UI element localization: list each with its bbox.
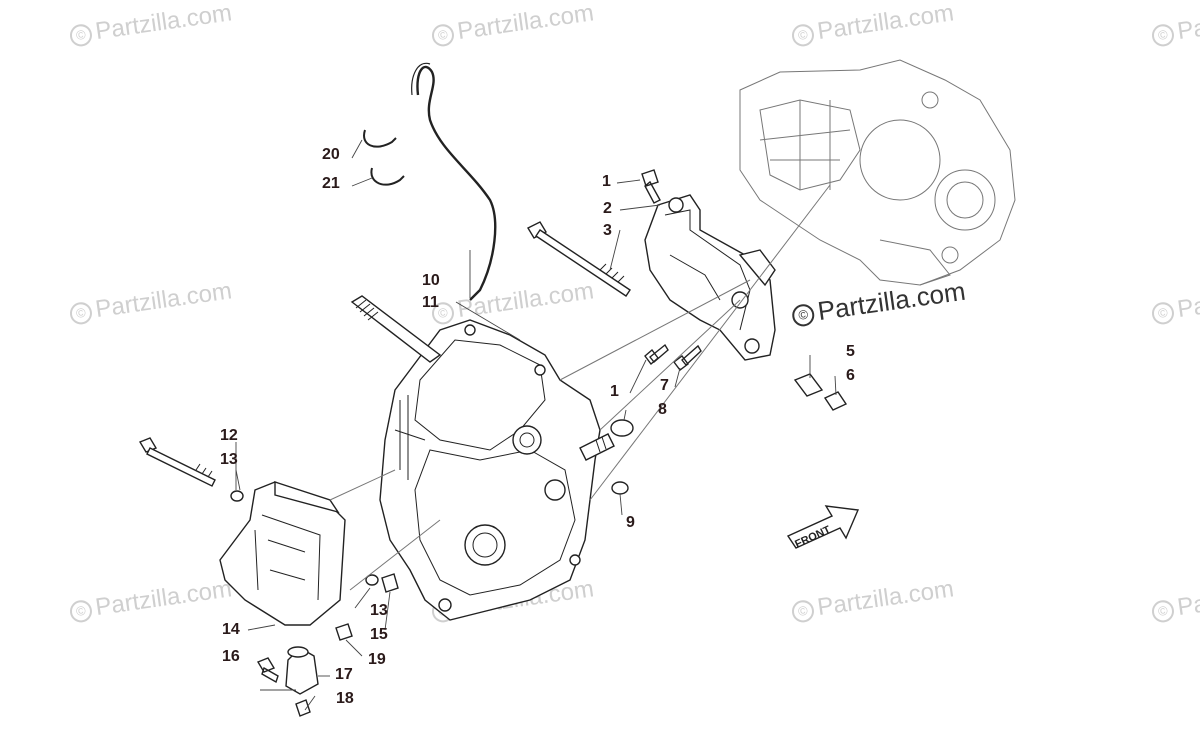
output-shaft [579,433,615,461]
callout-13-lower: 13 [370,602,388,619]
nut-6 [823,391,848,411]
leader-lines [235,139,837,711]
callout-7: 7 [660,377,669,394]
bolt-16 [256,657,279,684]
long-bolt [527,221,631,297]
washer-13-top [230,490,244,502]
callout-16: 16 [222,648,240,665]
callout-19: 19 [368,651,386,668]
callout-1-top: 1 [602,173,611,190]
spacer-5 [793,373,824,397]
clamp-21 [370,167,405,186]
front-arrow: FRONT [786,505,860,551]
mounting-bracket [644,194,776,361]
callout-2: 2 [603,200,612,217]
clamp-20 [363,129,397,148]
callout-20: 20 [322,146,340,163]
callout-11: 11 [422,294,439,311]
dipstick-tube [416,65,497,301]
callout-21: 21 [322,175,340,192]
callout-18: 18 [336,690,354,707]
nut-18 [295,699,311,717]
callout-3: 3 [603,222,612,239]
callout-8: 8 [658,401,667,418]
washer-9 [611,481,629,495]
spacer-15 [381,573,399,593]
nut-19 [335,623,353,641]
callout-15: 15 [370,626,388,643]
mount-bracket-14 [219,481,346,626]
callout-10: 10 [422,272,440,289]
callout-1-lower: 1 [610,383,619,400]
callout-12: 12 [220,427,238,444]
gearcase-housing [379,319,601,621]
bolt-7 [673,344,702,371]
callout-9: 9 [626,514,635,531]
callout-14: 14 [222,621,240,638]
washer-13-lower [365,574,379,586]
bolt-1-lower [644,343,669,366]
rubber-mount-17 [285,646,319,695]
callout-13-top: 13 [220,451,238,468]
o-ring [610,419,634,437]
callout-6: 6 [846,367,855,384]
bolt-1-top [641,169,661,204]
input-shaft [350,295,442,363]
callout-17: 17 [335,666,353,683]
callout-5: 5 [846,343,855,360]
engine-block [739,59,1016,286]
long-bolt-12 [138,437,216,487]
